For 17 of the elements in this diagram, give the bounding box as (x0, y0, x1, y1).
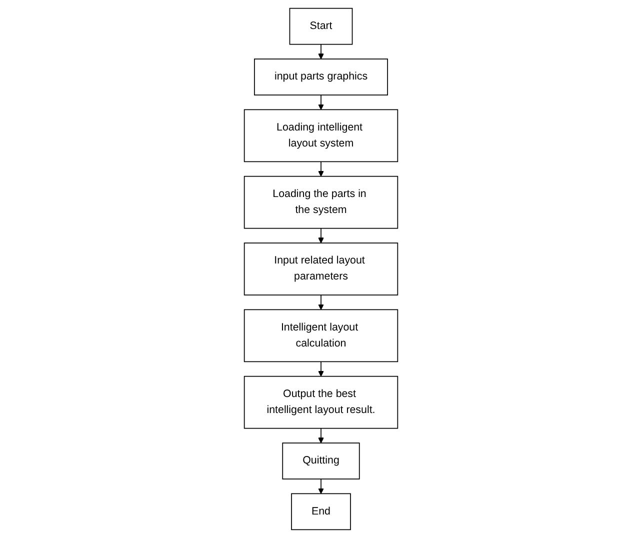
node-box: Output the best intelligent layout result. (244, 376, 398, 429)
arrow (318, 161, 324, 177)
node-box: Loading the parts in the system (244, 176, 398, 229)
arrow (318, 478, 324, 494)
node-box: End (291, 493, 351, 530)
node-box: Loading intelligent layout system (244, 109, 398, 162)
node-box: input parts graphics (254, 58, 388, 96)
node-box: Input related layout parameters (244, 242, 398, 296)
node-box: Start (289, 8, 353, 45)
node-box: Quitting (282, 442, 360, 480)
arrow (318, 428, 324, 444)
node-box: Intelligent layout calculation (244, 309, 398, 362)
arrow (318, 294, 324, 310)
arrow (318, 228, 324, 244)
arrow (318, 94, 324, 110)
arrow (318, 44, 324, 60)
arrow (318, 361, 324, 377)
